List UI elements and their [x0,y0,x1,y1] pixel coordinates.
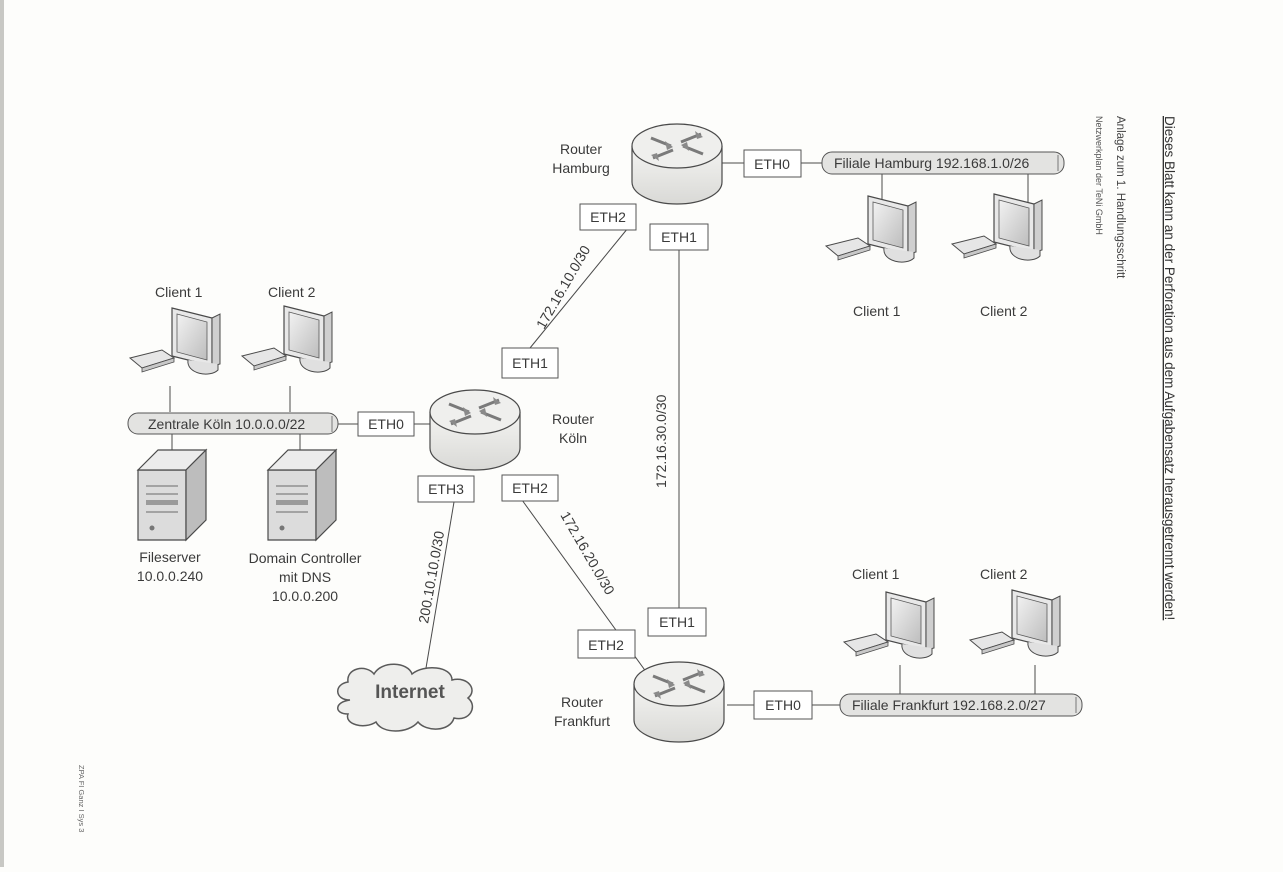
internet-label: Internet [375,682,445,703]
netzwerkplan-note: Netzwerkplan der TeNi GmbH [1094,116,1104,235]
koeln-client1-label: Client 1 [155,284,203,300]
hamburg-client1-label: Client 1 [853,303,901,319]
router-frankfurt-label-line2: Frankfurt [554,713,610,729]
koeln-bus-label: Zentrale Köln 10.0.0.0/22 [148,416,305,432]
router-frankfurt-icon [632,660,726,744]
koeln-eth3-label: ETH3 [428,481,464,497]
router-frankfurt-label-line1: Router [561,694,603,710]
dc-dns: mit DNS [279,569,331,585]
domain-controller-icon [267,449,337,541]
hamburg-bus-label: Filiale Hamburg 192.168.1.0/26 [834,155,1030,171]
link-koeln-frankfurt-label: 172.16.20.0/30 [557,509,618,598]
hamburg-network-bus [821,151,1065,175]
router-hamburg-label-line1: Router [560,141,602,157]
hamburg-client1-pc-icon [825,195,917,263]
frankfurt-eth1-label: ETH1 [659,614,695,630]
koeln-eth1-label: ETH1 [512,355,548,371]
hamburg-client2-pc-icon [951,193,1043,261]
router-koeln-label-line1: Router [552,411,594,427]
dc-ip: 10.0.0.200 [272,588,338,604]
link-hamburg-frankfurt-label: 172.16.30.0/30 [653,394,669,488]
koeln-eth0-box [357,411,415,437]
fileserver-ip: 10.0.0.240 [137,568,203,584]
frankfurt-client1-label: Client 1 [852,566,900,582]
frankfurt-eth0-box [753,690,813,720]
hamburg-eth1-box [649,223,709,251]
fileserver-name: Fileserver [139,549,201,565]
hamburg-eth0-box [743,149,802,178]
frankfurt-network-bus [839,693,1083,717]
koeln-eth2-label: ETH2 [512,480,548,496]
koeln-site: Zentrale Köln 10.0.0.0/22 Client 1 Clien… [127,284,594,604]
koeln-eth1-box [501,347,559,379]
frankfurt-eth0-label: ETH0 [765,697,801,713]
anlage-note: Anlage zum 1. Handlungsschritt [1114,116,1126,279]
frankfurt-eth2-box [577,629,636,659]
router-koeln-icon [428,388,522,472]
link-koeln-hamburg-label: 172.16.10.0/30 [533,242,594,331]
fileserver-icon [137,449,207,541]
frankfurt-site: Router Frankfurt ETH1 ETH2 ETH0 Filiale … [554,566,1083,744]
frankfurt-client2-label: Client 2 [980,566,1028,582]
koeln-eth3-box [417,475,475,503]
router-hamburg-icon [630,122,724,206]
frankfurt-client1-pc-icon [843,591,935,659]
frankfurt-bus-label: Filiale Frankfurt 192.168.2.0/27 [852,697,1046,713]
koeln-client2-pc-icon [241,305,333,373]
footer-code: ZPA FI Ganz I Sys 3 [77,765,86,832]
hamburg-eth0-label: ETH0 [754,156,790,172]
koeln-eth2-box [501,474,559,502]
hamburg-site: Router Hamburg ETH2 ETH1 ETH0 Filiale Ha… [552,122,1065,319]
hamburg-eth1-label: ETH1 [661,229,697,245]
router-hamburg-label-line2: Hamburg [552,160,610,176]
dc-name: Domain Controller [249,550,362,566]
hamburg-eth2-box [579,203,637,231]
koeln-client1-pc-icon [129,307,221,375]
hamburg-eth2-label: ETH2 [590,209,626,225]
koeln-network-bus [127,412,339,435]
frankfurt-client2-pc-icon [969,589,1061,657]
perforation-note: Dieses Blatt kann an der Perforation aus… [1162,116,1177,620]
frankfurt-eth2-label: ETH2 [588,637,624,653]
link-koeln-internet-label: 200.10.10.0/30 [415,530,447,625]
hamburg-client2-label: Client 2 [980,303,1028,319]
cable-lines [169,162,1036,706]
koeln-eth0-label: ETH0 [368,416,404,432]
koeln-client2-label: Client 2 [268,284,316,300]
router-koeln-label-line2: Köln [559,430,587,446]
frankfurt-eth1-box [647,607,707,637]
